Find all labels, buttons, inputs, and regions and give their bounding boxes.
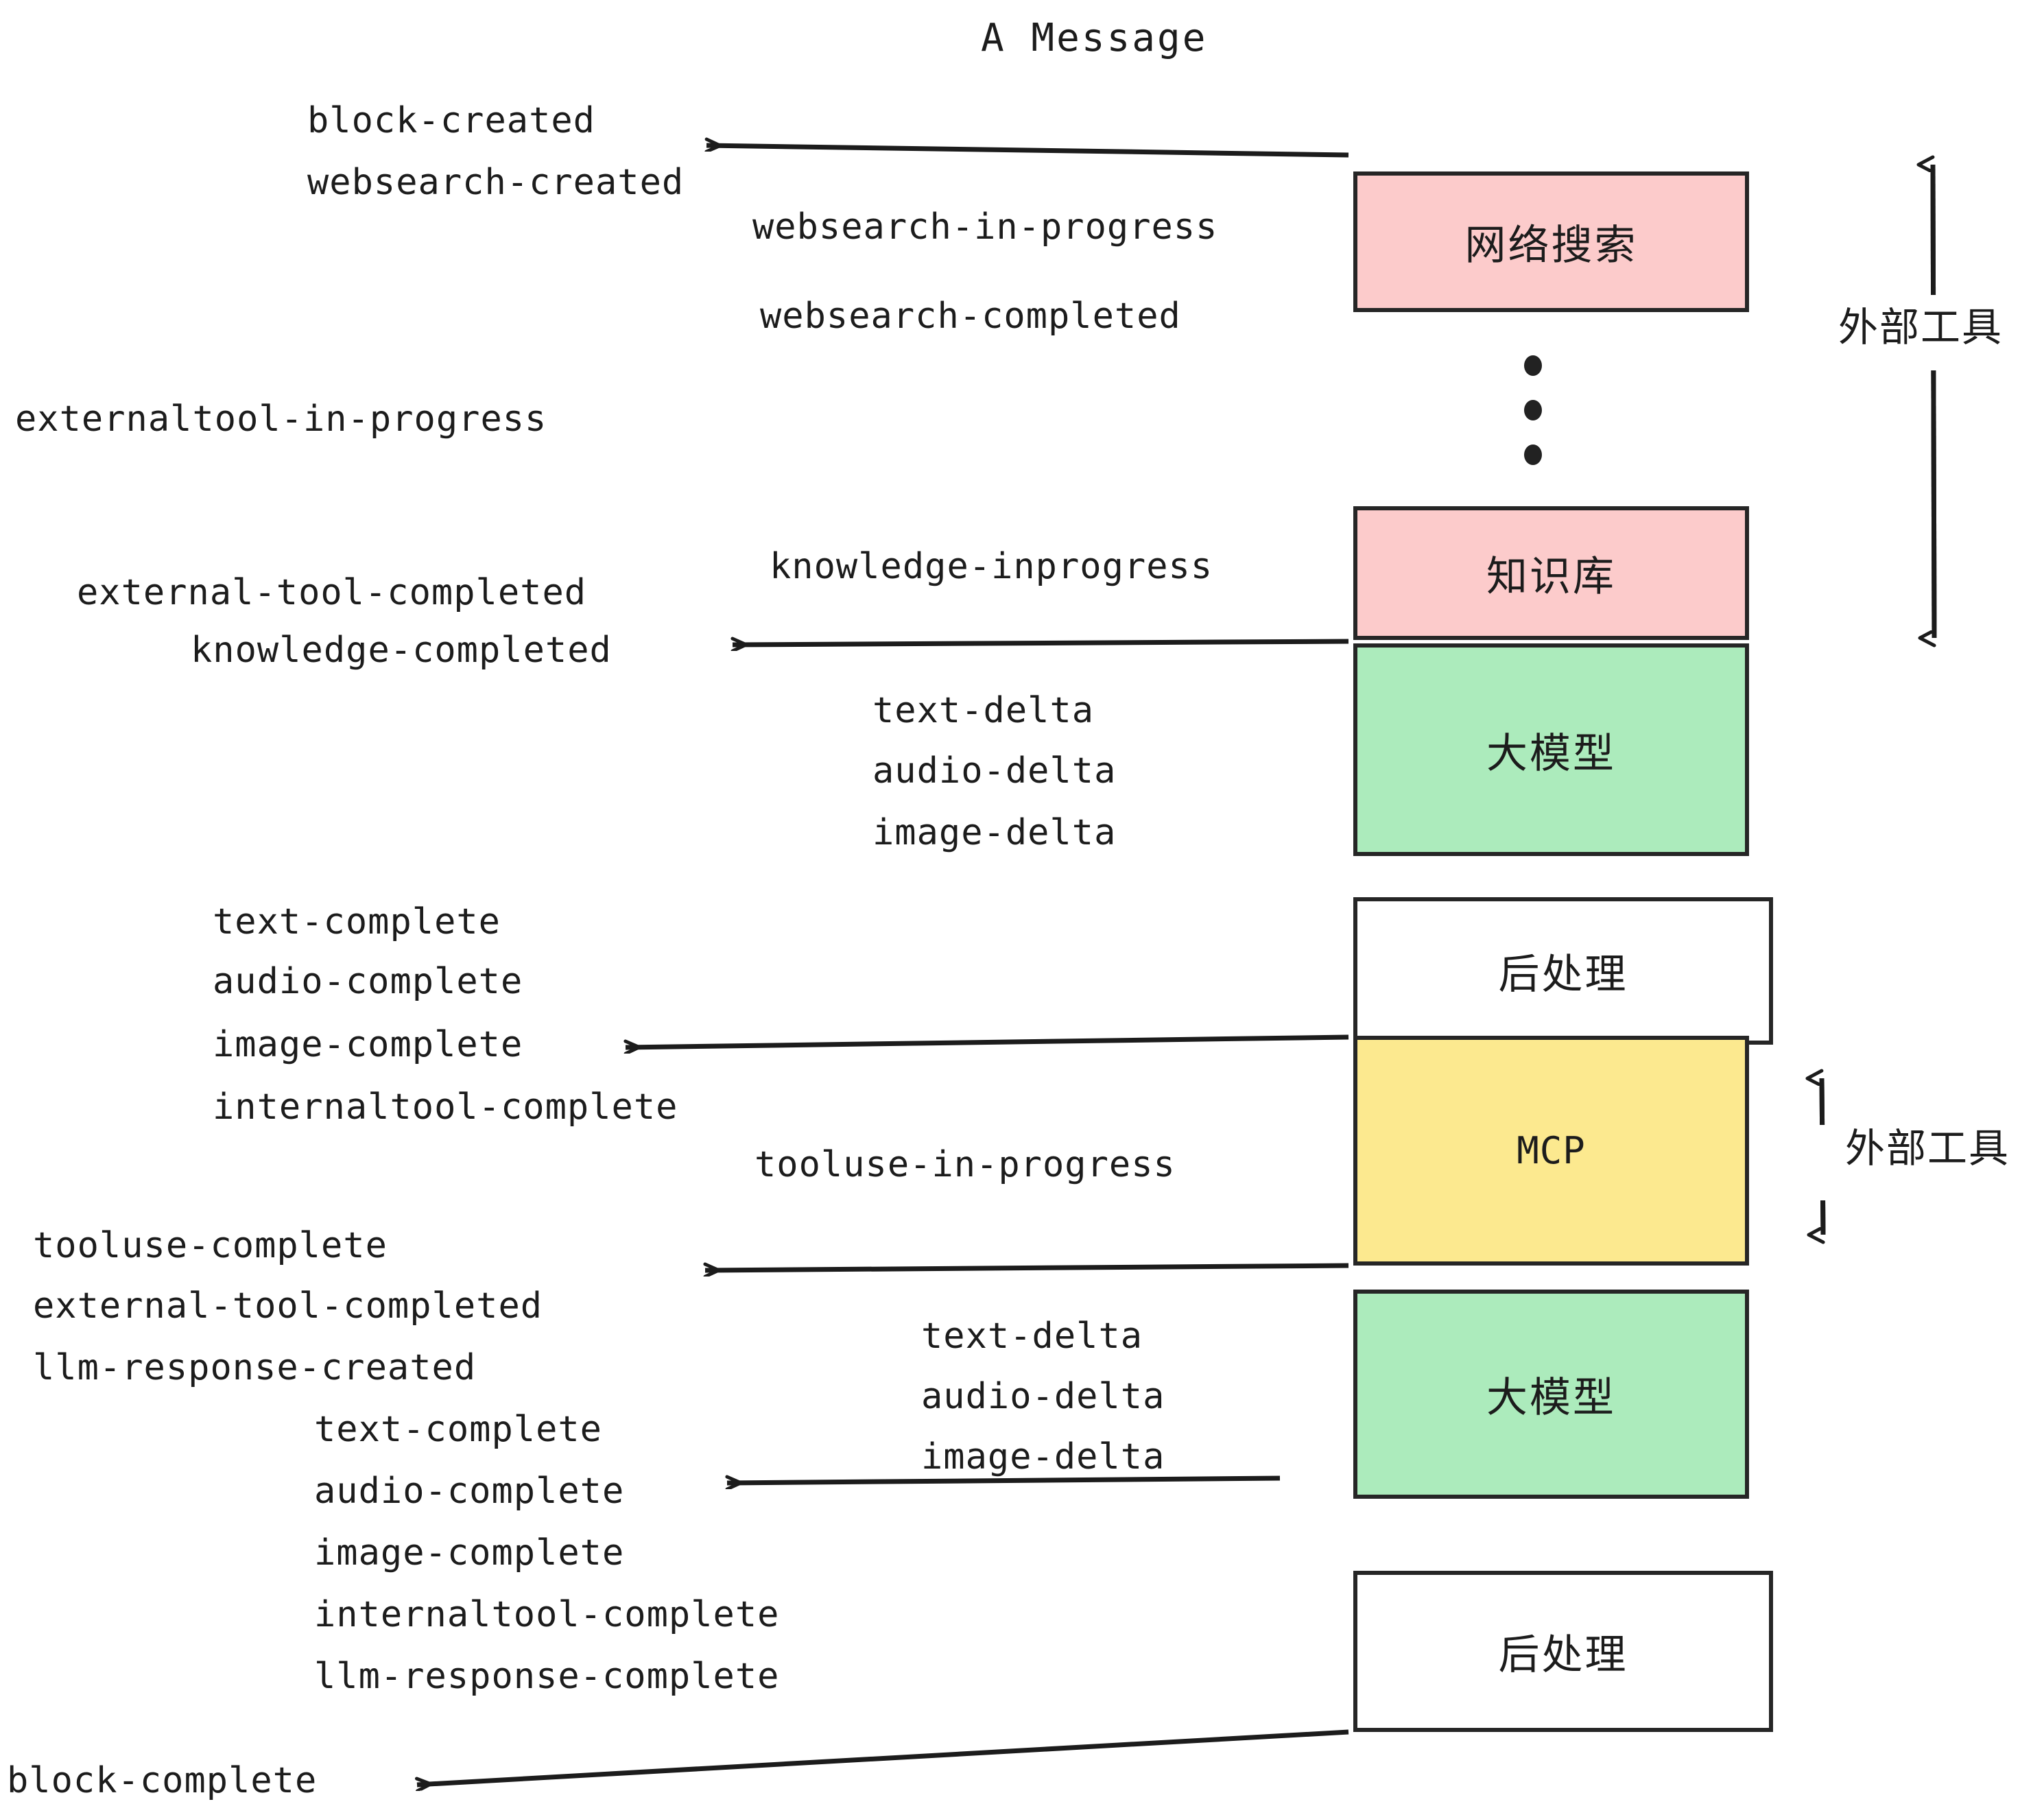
event-audio-delta-1: audio-delta xyxy=(872,750,1117,792)
event-audio-complete-2: audio-complete xyxy=(314,1471,625,1512)
event-externaltool-in-progress: externaltool-in-progress xyxy=(15,399,547,440)
event-knowledge-inprogress: knowledge-inprogress xyxy=(770,546,1213,587)
event-image-complete-1: image-complete xyxy=(213,1024,523,1065)
external-tools-brace-top xyxy=(1845,165,2044,638)
event-image-delta-1: image-delta xyxy=(872,812,1117,853)
edge-websearch-to-created xyxy=(706,145,1349,158)
node-label: 知识库 xyxy=(1486,553,1616,601)
node-websearch[interactable]: 网络搜索 xyxy=(1353,171,1749,312)
edge-llm2-to-audio-complete xyxy=(727,1478,1281,1483)
event-websearch-in-progress: websearch-in-progress xyxy=(752,206,1218,248)
event-text-complete-1: text-complete xyxy=(213,901,501,942)
event-websearch-completed: websearch-completed xyxy=(760,296,1181,337)
event-audio-delta-2: audio-delta xyxy=(921,1376,1165,1417)
ellipsis-dot xyxy=(1524,355,1542,376)
node-knowledge-base[interactable]: 知识库 xyxy=(1353,506,1749,640)
event-audio-complete-1: audio-complete xyxy=(213,961,523,1002)
group-label-external-tools-bottom: 外部工具 xyxy=(1845,1125,2010,1172)
edge-mcp-to-tooluse-complete xyxy=(705,1266,1349,1270)
node-postprocess-first[interactable]: 后处理 xyxy=(1353,897,1773,1045)
event-text-complete-2: text-complete xyxy=(314,1409,602,1450)
event-image-complete-2: image-complete xyxy=(314,1532,625,1574)
event-internaltool-complete-1: internaltool-complete xyxy=(213,1087,678,1128)
event-external-tool-completed-1: external-tool-completed xyxy=(77,572,587,613)
ellipsis-dot xyxy=(1524,444,1542,465)
edge-llm1-to-knowledge-completed xyxy=(733,641,1349,645)
node-label: 大模型 xyxy=(1486,729,1616,778)
event-internaltool-complete-2: internaltool-complete xyxy=(314,1594,780,1635)
event-text-delta-2: text-delta xyxy=(921,1316,1143,1357)
event-external-tool-completed-2: external-tool-completed xyxy=(33,1285,543,1327)
node-postprocess-second[interactable]: 后处理 xyxy=(1353,1571,1773,1732)
edge-postproc2-to-block-complete xyxy=(417,1729,1349,1785)
event-llm-response-created: llm-response-created xyxy=(33,1347,477,1388)
event-block-complete: block-complete xyxy=(7,1760,318,1801)
node-label: 大模型 xyxy=(1486,1374,1616,1422)
group-label-external-tools-top: 外部工具 xyxy=(1838,304,2004,351)
ellipsis-dot xyxy=(1524,400,1542,420)
event-knowledge-completed: knowledge-completed xyxy=(191,630,612,671)
node-llm-first[interactable]: 大模型 xyxy=(1353,643,1749,856)
event-block-created: block-created xyxy=(307,100,595,141)
node-label: 网络搜索 xyxy=(1464,222,1638,270)
event-tooluse-in-progress: tooluse-in-progress xyxy=(754,1144,1176,1185)
event-text-delta-1: text-delta xyxy=(872,690,1095,731)
node-label: 后处理 xyxy=(1498,951,1628,999)
event-llm-response-complete: llm-response-complete xyxy=(314,1656,780,1697)
event-websearch-created: websearch-created xyxy=(307,162,685,203)
event-tooluse-complete: tooluse-complete xyxy=(33,1225,388,1266)
edge-postproc1-to-image-complete xyxy=(626,1034,1349,1047)
event-image-delta-2: image-delta xyxy=(921,1436,1165,1477)
diagram-title: A Message xyxy=(981,16,1208,60)
node-label: MCP xyxy=(1517,1129,1586,1172)
node-mcp[interactable]: MCP xyxy=(1353,1036,1749,1266)
node-label: 后处理 xyxy=(1498,1631,1628,1679)
node-llm-second[interactable]: 大模型 xyxy=(1353,1290,1749,1499)
